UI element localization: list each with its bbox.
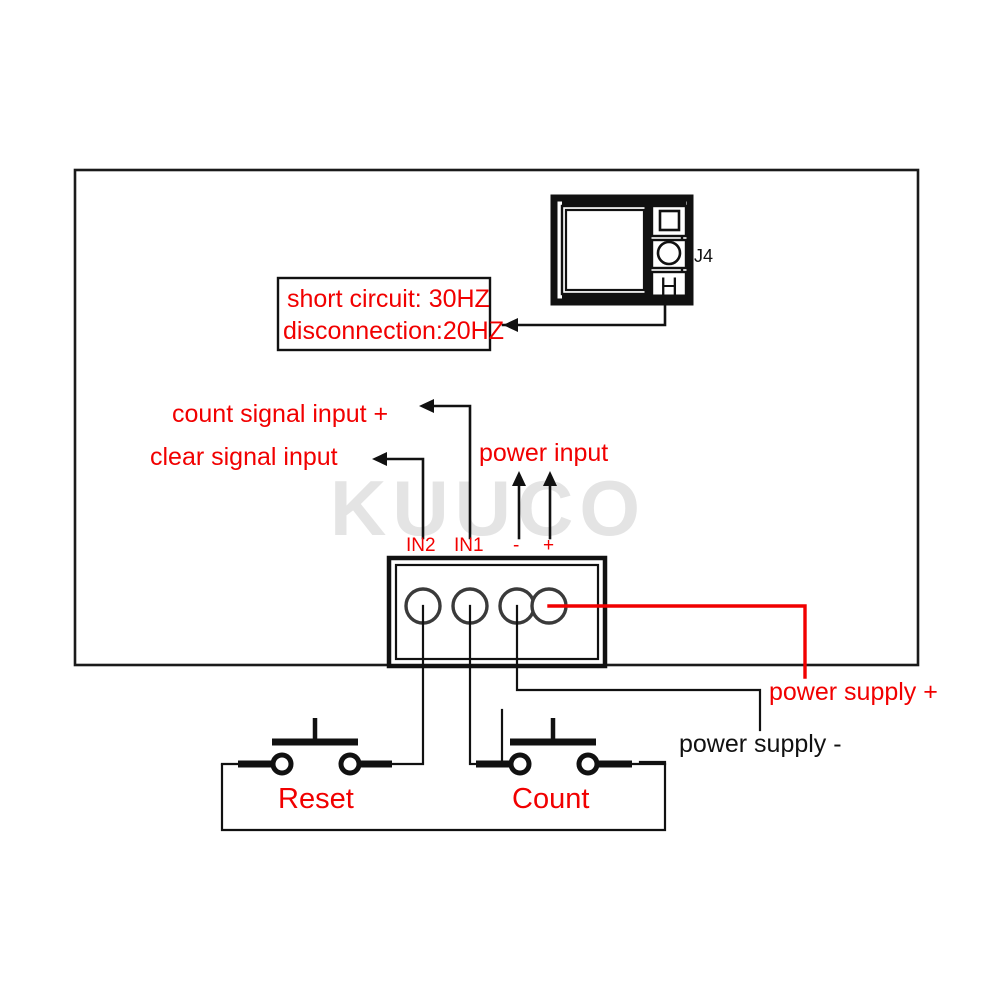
terminal-labels: IN2 IN1 - + bbox=[406, 535, 554, 556]
callout-clear-signal: clear signal input bbox=[150, 443, 425, 540]
j4-left-pane bbox=[564, 208, 646, 292]
reset-switch-label: Reset bbox=[278, 783, 354, 815]
terminal-label-in2: IN2 bbox=[406, 535, 436, 556]
clear-signal-arrowhead bbox=[372, 452, 387, 466]
count-switch-label: Count bbox=[512, 783, 589, 815]
terminal-label-plus: + bbox=[543, 535, 554, 556]
bottom-bus-wires bbox=[220, 708, 667, 832]
note-box-border bbox=[276, 276, 492, 352]
count-switch: Count bbox=[468, 718, 667, 815]
power-supply-plus-label: power supply + bbox=[769, 678, 938, 706]
power-supply-minus-label: power supply - bbox=[679, 730, 842, 758]
power-input-arrowhead-plus bbox=[543, 471, 557, 486]
power-input-label: power input bbox=[479, 439, 608, 467]
count-right-contact bbox=[576, 752, 600, 776]
j4-circle-icon bbox=[656, 240, 682, 266]
frequency-note-box: short circuit: 30HZ disconnection:20HZ bbox=[276, 276, 504, 352]
j4-h-icon: H bbox=[660, 273, 678, 301]
count-signal-label: count signal input + bbox=[172, 400, 388, 428]
j4-connector: H J4 bbox=[550, 194, 713, 306]
note-line-disconnection: disconnection:20HZ bbox=[283, 317, 504, 345]
terminal-label-minus: - bbox=[513, 535, 519, 556]
count-signal-arrowhead bbox=[419, 399, 434, 413]
terminal-label-in1: IN1 bbox=[454, 535, 484, 556]
j4-label: J4 bbox=[694, 246, 713, 266]
note-line-short-circuit: short circuit: 30HZ bbox=[287, 285, 490, 313]
j4-leader-arrowhead bbox=[503, 318, 518, 332]
terminal-block bbox=[386, 555, 608, 669]
callout-power-input: power input bbox=[479, 439, 608, 540]
reset-switch: Reset bbox=[220, 718, 425, 815]
j4-square-icon bbox=[658, 209, 681, 232]
power-supply-plus-wire bbox=[547, 604, 807, 679]
terminal-down-wires bbox=[421, 604, 762, 764]
count-left-contact bbox=[508, 752, 532, 776]
j4-outer-body bbox=[550, 194, 694, 306]
watermark-text: KUUCO bbox=[330, 464, 646, 552]
clear-signal-label: clear signal input bbox=[150, 443, 338, 471]
reset-right-contact bbox=[338, 752, 362, 776]
callout-count-signal: count signal input + bbox=[172, 399, 472, 540]
power-input-arrowhead-minus bbox=[512, 471, 526, 486]
j4-cell-bottom bbox=[650, 270, 688, 300]
j4-leader-wire bbox=[501, 300, 667, 332]
reset-left-contact bbox=[270, 752, 294, 776]
